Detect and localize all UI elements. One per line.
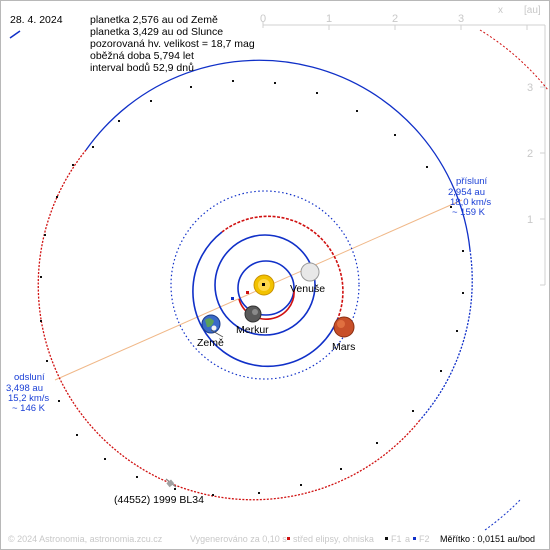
outer-arc-top: [479, 29, 549, 91]
perihelion-title: přísluní: [456, 176, 488, 187]
venus-orbit: [214, 234, 316, 336]
earth-orbit: [170, 190, 360, 380]
asteroid-orbit-points: [40, 80, 464, 496]
ellipse-center-marker: [246, 291, 249, 294]
mars-label: Mars: [332, 341, 355, 353]
mars-icon: [333, 316, 355, 338]
x-tick-0: 0: [260, 13, 266, 25]
asteroid-icon: [165, 478, 177, 488]
footer-f1: F1: [391, 534, 402, 544]
mercury-label: Merkur: [236, 324, 269, 336]
footer-scale: Měřítko : 0,0151 au/bod: [440, 534, 535, 544]
legend-f2-marker: [413, 537, 416, 540]
asteroid-orbit-blue: [85, 59, 471, 251]
x-tick-1: 1: [326, 13, 332, 25]
x-tick-3: 3: [458, 13, 464, 25]
y-tick-1: 1: [527, 214, 533, 226]
x-tick-2: 2: [392, 13, 398, 25]
info-line-1: planetka 2,576 au od Země: [90, 14, 218, 26]
y-tick-2: 2: [527, 148, 533, 160]
asteroid-orbit-blue-lower: [419, 249, 473, 421]
footer-legend-center: střed elipsy, ohniska: [293, 534, 374, 544]
footer-copyright: © 2024 Astronomia, astronomia.zcu.cz: [8, 534, 163, 544]
y-tick-3: 3: [527, 82, 533, 94]
footer-f2: F2: [419, 534, 430, 544]
asteroid-orbit-red: [37, 149, 421, 501]
footer-a: a: [405, 534, 410, 544]
info-line-5: interval bodů 52,9 dnů: [90, 62, 194, 74]
aphelion-speed: 15,2 km/s: [8, 393, 49, 404]
mercury-orbit-red: [238, 289, 295, 320]
info-line-3: pozorovaná hv. velikost = 18,7 mag: [90, 38, 255, 50]
perihelion-dist: 2,954 au: [448, 187, 485, 198]
axes: 0 1 2 3 x [au] 3 2 1: [260, 5, 546, 286]
perihelion-temp: ~ 159 K: [452, 207, 486, 218]
earth-pointer: [210, 329, 224, 338]
unit-label: [au]: [524, 5, 541, 16]
asteroid-label: (44552) 1999 BL34: [114, 494, 204, 506]
earth-label: Země: [197, 337, 224, 349]
legend-center-marker: [287, 537, 290, 540]
focus-f2-marker: [231, 297, 234, 300]
venus-icon: [300, 262, 320, 282]
aphelion-temp: ~ 146 K: [12, 403, 46, 414]
date-label: 28. 4. 2024: [10, 14, 63, 26]
aphelion-dist: 3,498 au: [6, 383, 43, 394]
direction-marker: [9, 30, 21, 39]
footer-generated: Vygenerováno za 0,10 s: [190, 534, 287, 544]
mars-orbit-blue: [192, 231, 339, 368]
outer-arc-bottom: [484, 499, 521, 531]
perihelion-speed: 18,0 km/s: [450, 197, 491, 208]
mercury-orbit: [237, 260, 295, 316]
venus-label: Venuše: [290, 283, 325, 295]
info-line-2: planetka 3,429 au od Slunce: [90, 26, 223, 38]
mars-orbit-red: [221, 215, 344, 319]
aphelion-title: odsluní: [14, 372, 45, 383]
x-axis-label: x: [498, 5, 503, 16]
info-line-4: oběžná doba 5,794 let: [90, 50, 194, 62]
legend-f1-marker: [385, 537, 388, 540]
